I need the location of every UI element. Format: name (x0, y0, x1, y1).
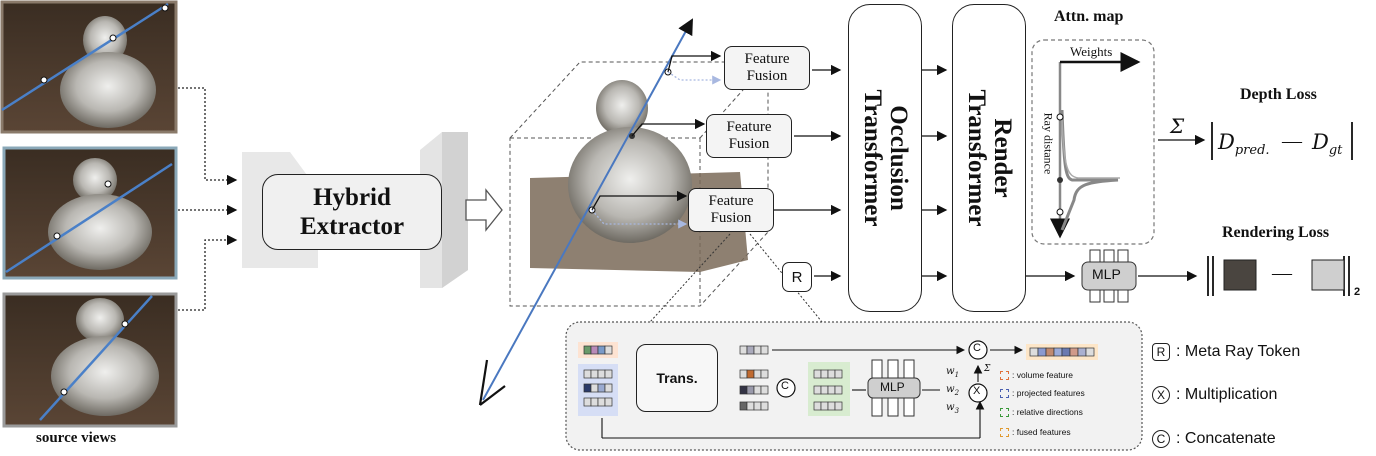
ff-to-transformer (774, 64, 842, 282)
legend-x-symbol: X (1152, 386, 1170, 404)
rendering-loss-label: Rendering Loss (1222, 224, 1330, 241)
sigma-small: Σ (984, 364, 991, 374)
detail-concat-2: C (973, 342, 981, 354)
detail-tokens (578, 342, 1098, 416)
w1-label: w1 (946, 366, 959, 379)
gt-color-patch (1311, 259, 1345, 291)
inner-legend-directions-label: : relative directions (1012, 407, 1083, 417)
rendering-minus: — (1272, 262, 1292, 284)
attn-map-box (1031, 39, 1155, 245)
detail-arrows (601, 345, 1024, 439)
w2-symbol: w (946, 384, 955, 395)
meta-ray-token: R (782, 262, 812, 292)
feature-fusion-1-label: Feature Fusion (744, 51, 790, 84)
legend-meta-ray: R : Meta Ray Token (1152, 343, 1300, 361)
legend-r-symbol: R (1152, 343, 1170, 361)
view-connectors (178, 87, 238, 311)
w3-subscript: 3 (954, 407, 960, 415)
feature-fusion-3: Feature Fusion (688, 188, 774, 232)
source-view-1 (0, 0, 178, 134)
inner-legend-volume-label: : volume feature (1012, 370, 1073, 380)
trans-label: Trans. (656, 370, 698, 386)
w1-symbol: w (946, 366, 955, 377)
ray (482, 18, 693, 401)
inner-legend-fused: : fused features (1000, 427, 1071, 437)
inner-legend-directions-swatch (1000, 407, 1009, 417)
detail-mult: X (973, 385, 981, 397)
d-pred-subscript: pred. (1234, 143, 1270, 159)
inner-legend-fused-label: : fused features (1012, 427, 1071, 437)
legend-multiplication-label: : Multiplication (1176, 386, 1278, 403)
w1-subscript: 1 (954, 371, 960, 379)
d-pred: Dpred. (1218, 130, 1270, 158)
render-transformer-label: Render Transformer (963, 89, 1016, 227)
legend-concatenate-label: : Concatenate (1176, 430, 1276, 447)
inner-legend-projected: : projected features (1000, 388, 1085, 398)
legend-multiplication: X : Multiplication (1152, 386, 1277, 404)
mlp-label: MLP (1092, 266, 1121, 282)
hybrid-extractor-block: Hybrid Extractor (262, 174, 442, 250)
source-view-3 (2, 292, 178, 428)
attn-plot (1050, 52, 1141, 239)
weights-label: Weights (1070, 44, 1113, 59)
w2-subscript: 2 (954, 389, 960, 397)
d-gt-subscript: gt (1328, 143, 1343, 159)
ff-arrows (591, 50, 722, 211)
source-views-label: source views (36, 430, 117, 446)
depth-loss-label: Depth Loss (1240, 86, 1317, 103)
feature-fusion-1: Feature Fusion (724, 46, 810, 90)
meta-ray-token-label: R (791, 268, 803, 286)
feature-fusion-3-label: Feature Fusion (708, 193, 754, 226)
sum-symbol: Σ (1170, 114, 1185, 138)
d-pred-symbol: D (1218, 130, 1235, 154)
inner-legend-fused-swatch (1000, 427, 1009, 437)
inner-legend-directions: : relative directions (1000, 407, 1083, 417)
detail-concat-1: C (781, 380, 789, 392)
inner-legend-volume-swatch (1000, 370, 1009, 380)
eye-icon (478, 359, 506, 406)
feature-fusion-2-label: Feature Fusion (726, 119, 772, 152)
detail-mlp (867, 359, 921, 417)
depth-loss-norm (1211, 122, 1353, 160)
hollow-arrow (465, 188, 503, 232)
inter-transformer-arrows (922, 64, 948, 282)
inner-legend-projected-label: : projected features (1012, 388, 1085, 398)
volume-render (530, 80, 748, 272)
legend-c-symbol: C (1152, 430, 1170, 448)
trans-block: Trans. (636, 344, 718, 412)
norm-subscript: 2 (1354, 286, 1361, 298)
legend-concatenate: C : Concatenate (1152, 430, 1276, 448)
w3-symbol: w (946, 402, 955, 413)
legend-meta-ray-label: : Meta Ray Token (1176, 343, 1301, 360)
occlusion-transformer: Occlusion Transformer (848, 4, 922, 312)
d-gt-symbol: D (1312, 130, 1329, 154)
depth-minus: — (1282, 130, 1302, 152)
detail-mlp-label: MLP (880, 380, 905, 394)
attn-map-title: Attn. map (1054, 8, 1124, 25)
feature-fusion-2: Feature Fusion (706, 114, 792, 158)
source-view-2 (2, 146, 178, 280)
inner-legend-projected-swatch (1000, 388, 1009, 398)
inner-legend-volume: : volume feature (1000, 370, 1073, 380)
occlusion-transformer-label: Occlusion Transformer (859, 89, 912, 227)
mlp-block (1081, 249, 1137, 303)
d-gt: Dgt (1312, 130, 1342, 158)
w2-label: w2 (946, 384, 959, 397)
render-transformer: Render Transformer (952, 4, 1026, 312)
hybrid-extractor-label: Hybrid Extractor (299, 184, 405, 240)
ray-distance-label: Ray distance (1041, 112, 1056, 175)
ff-arrows-dotted (591, 71, 722, 229)
pred-color-patch (1223, 259, 1257, 291)
w3-label: w3 (946, 402, 959, 415)
